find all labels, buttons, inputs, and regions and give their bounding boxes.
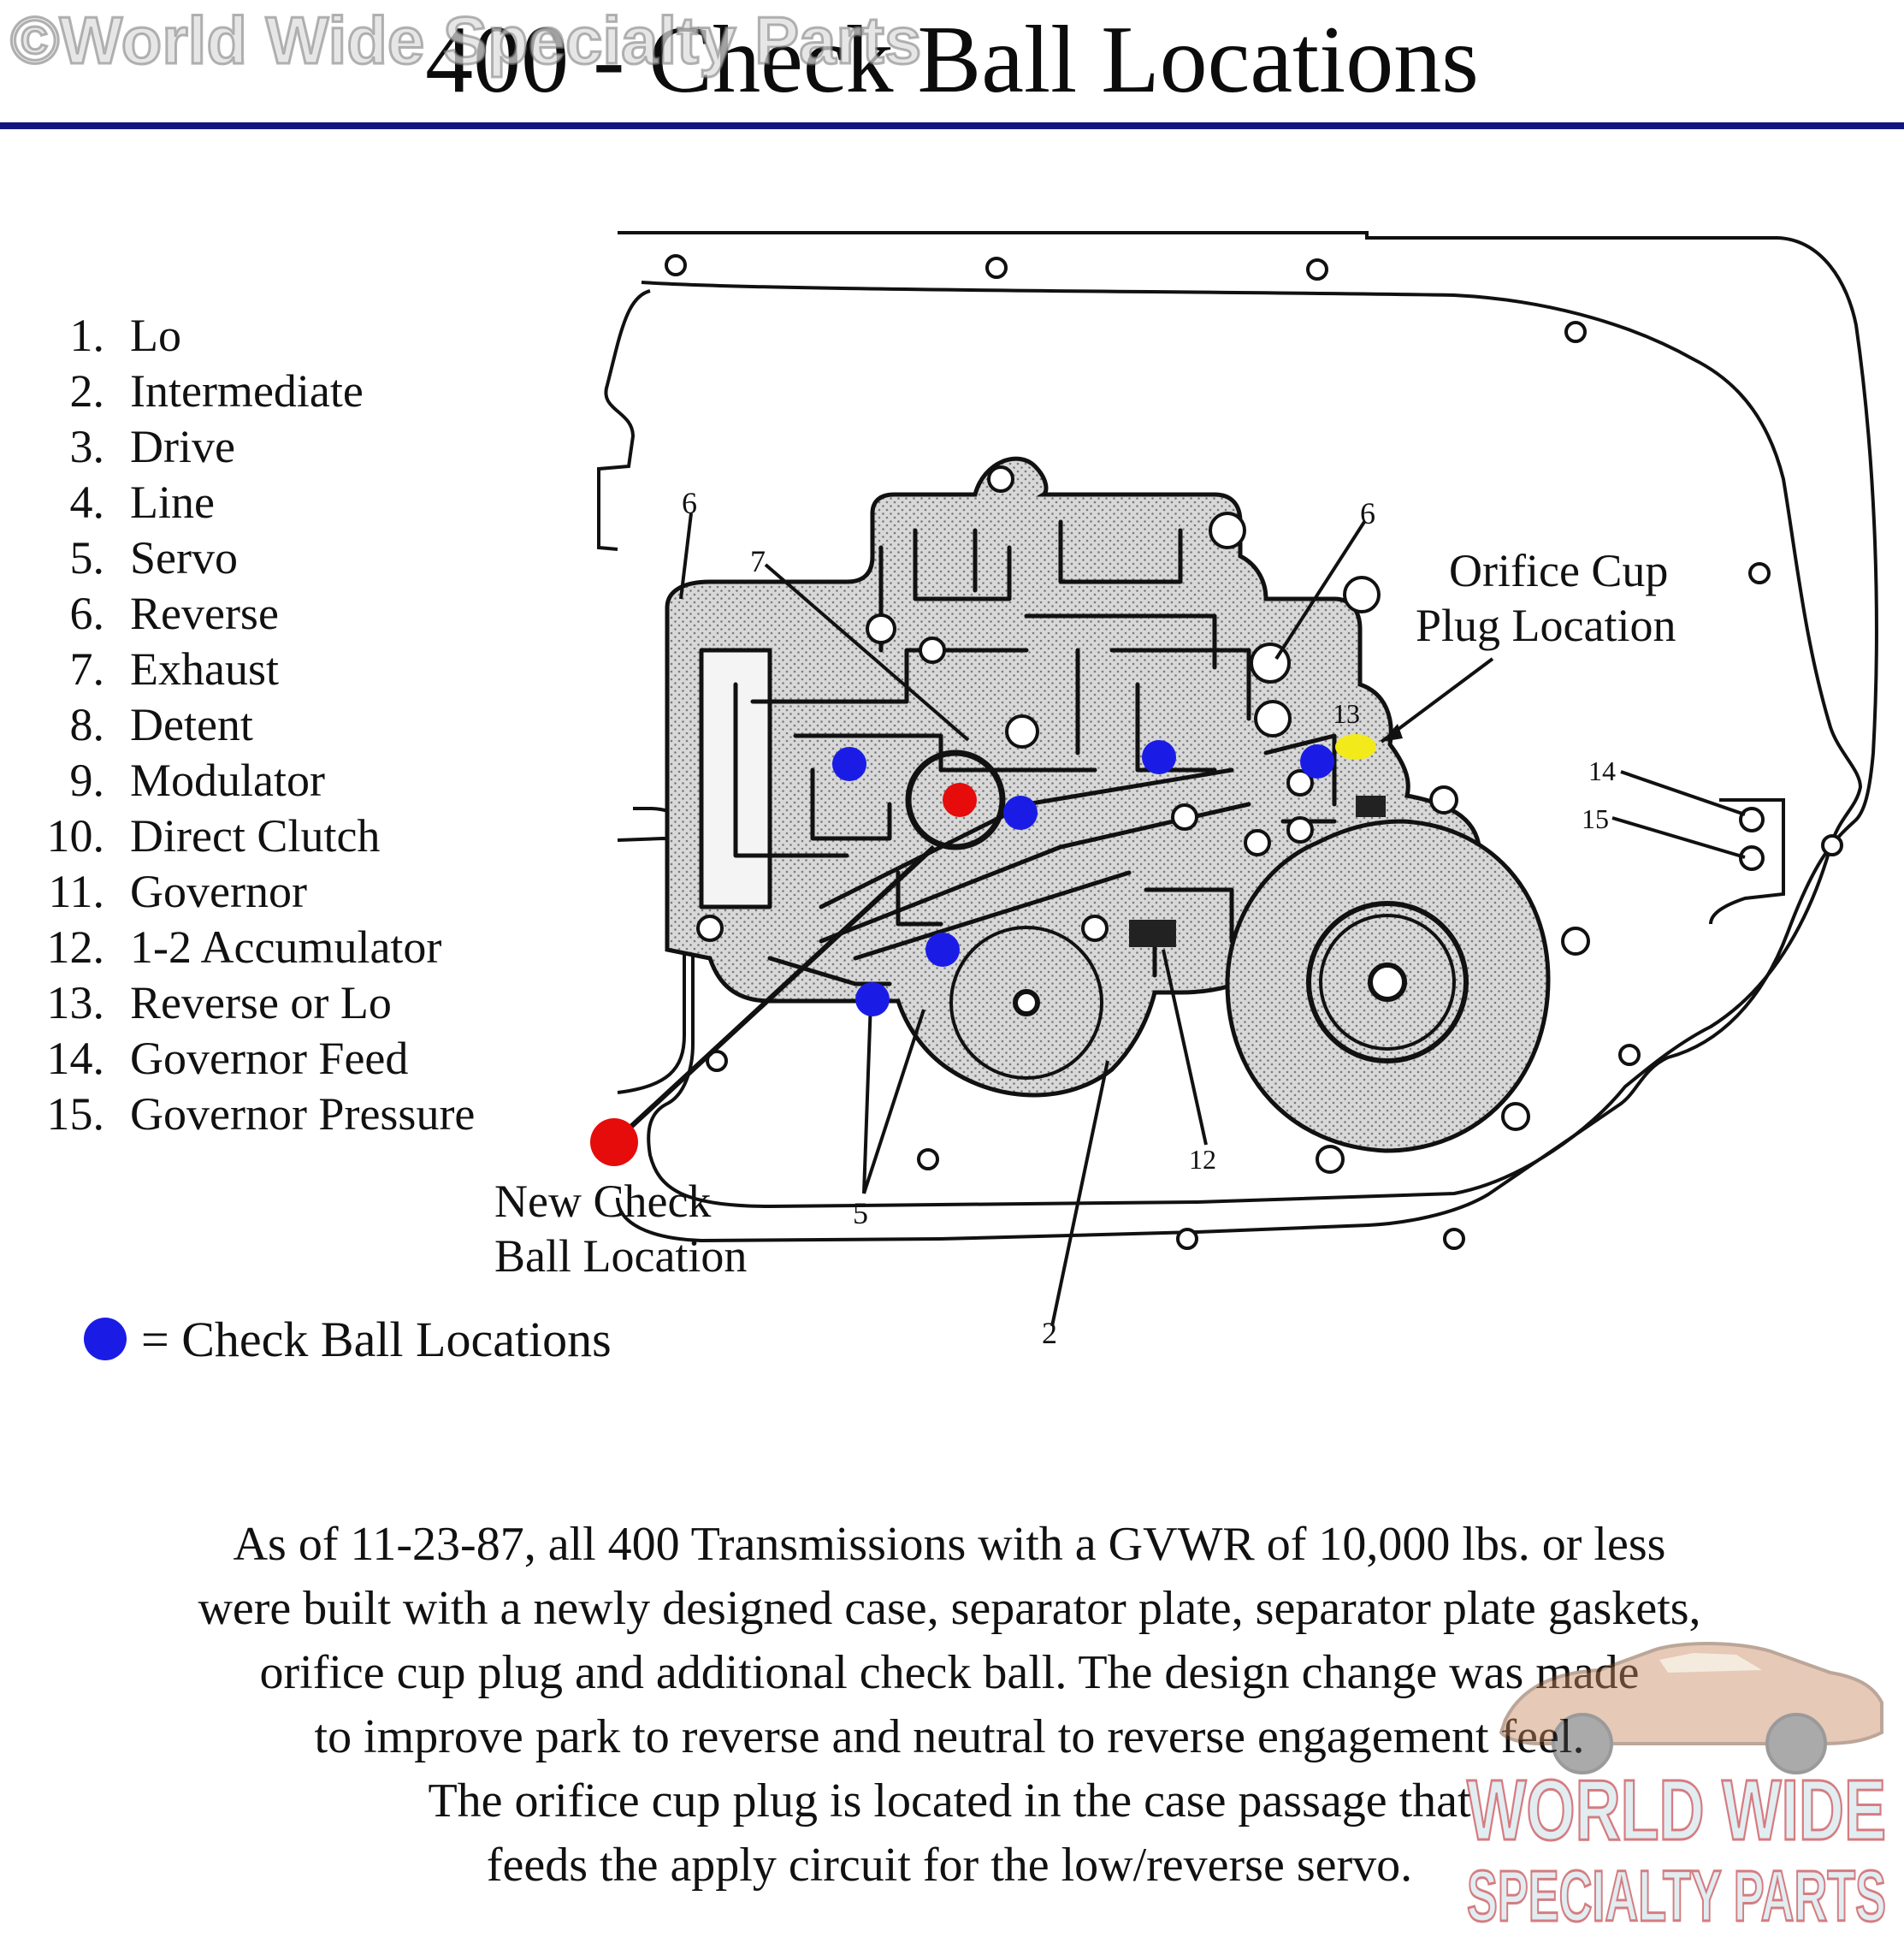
paragraph-line: to improve park to reverse and neutral t… — [314, 1710, 1585, 1763]
legend-item: 7. Exhaust — [26, 642, 475, 697]
check-ball-marker — [1300, 744, 1334, 779]
check-ball-markers — [832, 740, 1334, 1016]
diagram-label: 6 — [1360, 496, 1375, 530]
legend-item: 13. Reverse or Lo — [26, 975, 475, 1031]
title-divider — [0, 122, 1904, 129]
legend-number: 4. — [69, 477, 105, 528]
world-wide-logo: WORLD WIDE SPECIALTY PARTS — [1466, 1642, 1888, 1934]
leader-lines — [612, 512, 1746, 1327]
diagram-label: 15 — [1582, 803, 1609, 834]
diagram-number-labels: 6 7 6 13 14 15 12 5 2 — [682, 486, 1616, 1350]
legend-item: 11. Governor — [26, 864, 475, 920]
legend-label: Lo — [130, 310, 181, 361]
check-ball-marker — [855, 982, 890, 1016]
callout-line: Plug Location — [1416, 600, 1676, 651]
orifice-plug-marker — [1335, 734, 1376, 760]
legend-label: 1-2 Accumulator — [130, 921, 442, 973]
legend-label: Governor — [130, 866, 307, 917]
legend-label: Drive — [130, 421, 235, 472]
accumulator-bore — [949, 926, 1103, 1080]
legend-item: 9. Modulator — [26, 753, 475, 809]
legend-item: 4. Line — [26, 475, 475, 530]
legend-item: 6. Reverse — [26, 586, 475, 642]
legend-item: 12. 1-2 Accumulator — [26, 920, 475, 975]
legend-item: 2. Intermediate — [26, 364, 475, 419]
check-ball-marker — [1142, 740, 1176, 774]
paragraph-line: orifice cup plug and additional check ba… — [259, 1646, 1640, 1699]
new-check-ball-callout: New Check Ball Location — [494, 1174, 747, 1283]
legend-label: Direct Clutch — [130, 810, 381, 862]
legend-item: 3. Drive — [26, 419, 475, 475]
new-check-ball-marker — [943, 783, 977, 817]
diagram-label: 5 — [853, 1196, 868, 1230]
legend-number: 3. — [69, 421, 105, 472]
check-ball-marker — [925, 933, 960, 967]
callout-line: Ball Location — [494, 1230, 748, 1282]
paragraph-line: As of 11-23-87, all 400 Transmissions wi… — [233, 1518, 1666, 1571]
callout-line: New Check — [494, 1176, 712, 1227]
legend-item: 8. Detent — [26, 697, 475, 753]
check-ball-key-dot — [84, 1318, 127, 1360]
legend-item: 1. Lo — [26, 308, 475, 364]
governor-fitting — [1709, 798, 1785, 925]
legend-number: 15. — [46, 1088, 105, 1140]
legend-label: Reverse — [130, 588, 279, 639]
legend-label: Governor Feed — [130, 1033, 409, 1084]
paragraph-line: were built with a newly designed case, s… — [198, 1582, 1701, 1635]
copyright-watermark: ©World Wide Specialty Parts — [9, 2, 922, 80]
orifice-plug-callout: Orifice Cup Plug Location — [1416, 543, 1676, 653]
passage-legend: 1. Lo 2. Intermediate 3. Drive 4. Line 5. Ser… — [26, 308, 476, 1142]
legend-item: 14. Governor Feed — [26, 1031, 475, 1087]
diagram-label: 14 — [1588, 755, 1616, 786]
legend-label: Intermediate — [130, 365, 364, 417]
paragraph-line: feeds the apply circuit for the low/reve… — [486, 1839, 1413, 1892]
legend-number: 14. — [46, 1033, 105, 1084]
orifice-arrow-head — [1381, 724, 1403, 742]
paragraph-line: The orifice cup plug is located in the c… — [428, 1774, 1471, 1827]
legend-number: 1. — [69, 310, 105, 361]
legend-number: 10. — [46, 810, 105, 862]
diagram-label: 2 — [1042, 1316, 1057, 1350]
legend-number: 8. — [69, 699, 105, 750]
logo-line: SPECIALTY PARTS — [1467, 1856, 1886, 1934]
diagram-label: 7 — [750, 544, 766, 578]
legend-number: 5. — [69, 532, 105, 583]
diagram-label: 12 — [1189, 1144, 1216, 1175]
legend-item: 15. Governor Pressure — [26, 1087, 476, 1142]
legend-number: 9. — [69, 755, 105, 806]
legend-label: Detent — [130, 699, 253, 750]
legend-label: Governor Pressure — [130, 1088, 476, 1140]
legend-number: 11. — [48, 866, 105, 917]
legend-label: Servo — [130, 532, 238, 583]
legend-number: 2. — [69, 365, 105, 417]
check-ball-key-label: = Check Ball Locations — [141, 1312, 612, 1367]
legend-number: 6. — [69, 588, 105, 639]
legend-item: 5. Servo — [26, 530, 475, 586]
diagram-label: 13 — [1333, 698, 1360, 729]
callout-line: Orifice Cup — [1449, 545, 1669, 596]
legend-label: Modulator — [130, 755, 325, 806]
page-title: 400 - Check Ball Locations — [425, 7, 1479, 113]
diagram-label: 6 — [682, 486, 697, 520]
description-paragraph: As of 11-23-87, all 400 Transmissions wi… — [51, 1513, 1848, 1898]
legend-number: 13. — [46, 977, 105, 1028]
logo-line: WORLD WIDE — [1467, 1762, 1886, 1858]
legend-number: 7. — [69, 643, 105, 695]
legend-label: Line — [130, 477, 215, 528]
new-check-ball-callout-dot — [590, 1118, 638, 1166]
legend-label: Exhaust — [130, 643, 279, 695]
check-ball-marker — [1003, 796, 1038, 830]
legend-label: Reverse or Lo — [130, 977, 392, 1028]
legend-item: 10. Direct Clutch — [26, 809, 475, 864]
servo-bore — [1225, 785, 1590, 1174]
check-ball-marker — [832, 747, 866, 781]
legend-number: 12. — [46, 921, 105, 973]
